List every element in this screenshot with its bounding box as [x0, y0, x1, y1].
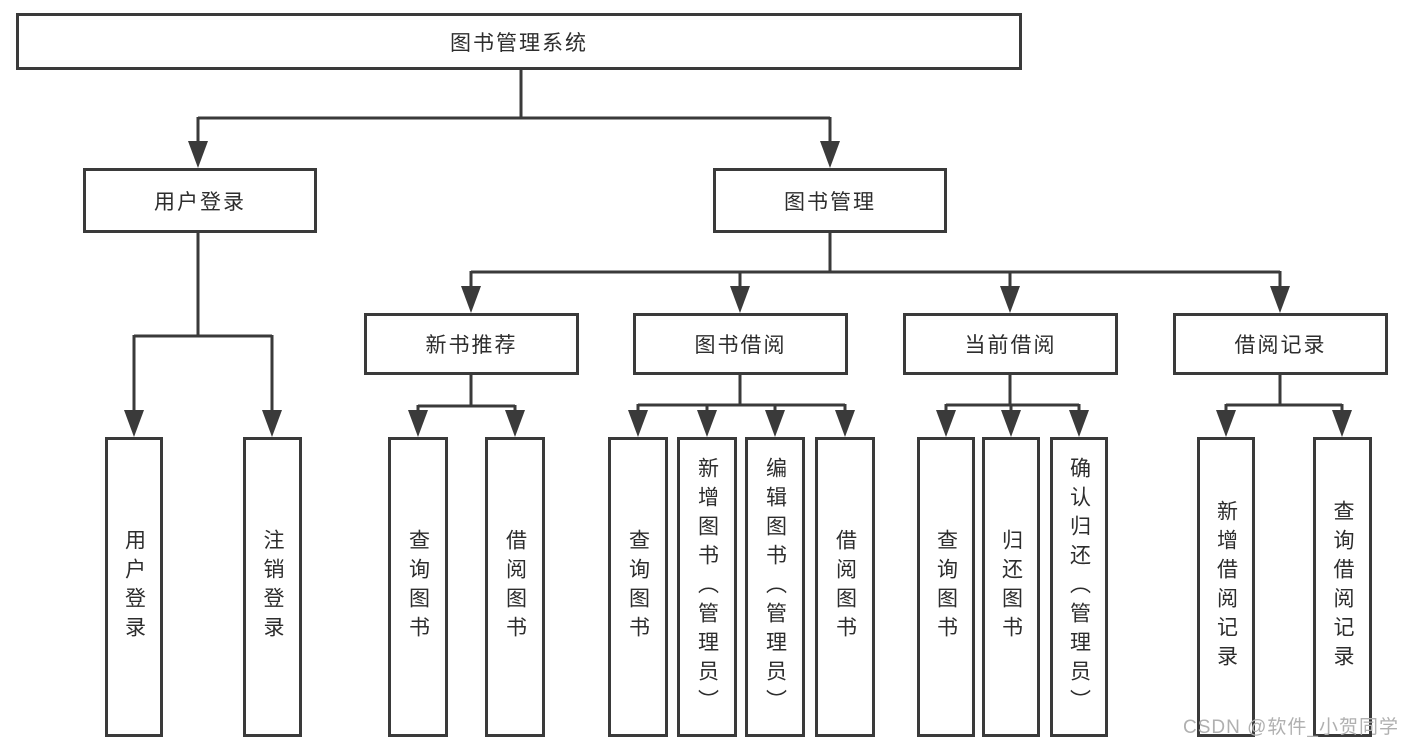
leaf-label: 归还图书	[999, 529, 1023, 645]
node-label: 图书管理	[784, 190, 876, 214]
leaf-label: 查询借阅记录	[1331, 500, 1354, 674]
leaf-label: 确认归还（管理员）	[1067, 456, 1091, 718]
node-current-borrow: 当前借阅	[903, 313, 1118, 375]
node-label: 当前借阅	[964, 334, 1057, 357]
leaf-borrow-borrow-books: 借阅图书	[815, 437, 875, 737]
leaf-label: 查询图书	[626, 529, 650, 645]
leaf-label: 注销登录	[261, 529, 284, 645]
node-borrow-records: 借阅记录	[1173, 313, 1388, 375]
node-label: 新书推荐	[425, 334, 518, 357]
node-root-label: 图书管理系统	[450, 31, 588, 55]
leaf-borrow-query-books: 查询图书	[608, 437, 668, 737]
leaf-records-query-record: 查询借阅记录	[1313, 437, 1372, 737]
watermark: CSDN @软件_小贺同学	[1183, 717, 1399, 738]
node-new-book-recommend: 新书推荐	[364, 313, 579, 375]
leaf-recommend-query-books: 查询图书	[388, 437, 448, 737]
leaf-borrow-edit-books-admin: 编辑图书（管理员）	[745, 437, 805, 737]
leaf-label: 新增借阅记录	[1214, 500, 1238, 674]
leaf-borrow-add-books-admin: 新增图书（管理员）	[677, 437, 737, 737]
node-book-management: 图书管理	[713, 168, 947, 233]
leaf-recommend-borrow-books: 借阅图书	[485, 437, 545, 737]
leaf-label: 借阅图书	[833, 529, 857, 645]
leaf-label: 用户登录	[122, 529, 146, 645]
node-user-login: 用户登录	[83, 168, 317, 233]
leaf-current-query-books: 查询图书	[917, 437, 975, 737]
leaf-current-confirm-return-admin: 确认归还（管理员）	[1050, 437, 1108, 737]
node-root: 图书管理系统	[16, 13, 1022, 70]
leaf-user-login: 用户登录	[105, 437, 163, 737]
node-label: 借阅记录	[1234, 334, 1327, 357]
leaf-label: 新增图书（管理员）	[695, 456, 719, 718]
leaf-current-return-books: 归还图书	[982, 437, 1040, 737]
arrowheads	[124, 141, 1352, 437]
leaf-records-add-record: 新增借阅记录	[1197, 437, 1255, 737]
node-label: 用户登录	[154, 190, 246, 214]
leaf-label: 编辑图书（管理员）	[763, 456, 787, 718]
leaf-logout: 注销登录	[243, 437, 302, 737]
leaf-label: 借阅图书	[503, 529, 527, 645]
node-book-borrow: 图书借阅	[633, 313, 848, 375]
leaf-label: 查询图书	[934, 529, 958, 645]
leaf-label: 查询图书	[406, 529, 430, 645]
node-label: 图书借阅	[694, 334, 787, 357]
